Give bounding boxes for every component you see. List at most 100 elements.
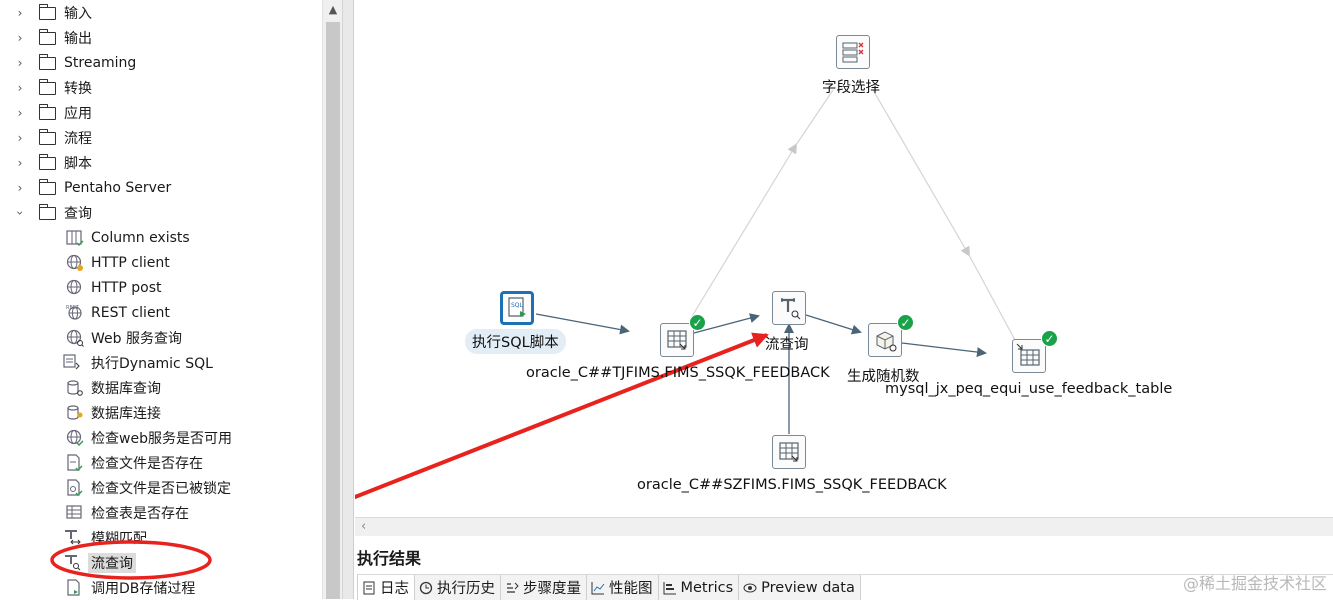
tree-folder-pentaho-server[interactable]: › Pentaho Server <box>0 175 322 200</box>
success-check-icon: ✓ <box>1041 330 1058 347</box>
tree-step-http-client[interactable]: HTTP client <box>0 250 322 275</box>
tree-step-label: 调用DB存储过程 <box>91 580 196 597</box>
watermark: @稀土掘金技术社区 <box>1182 574 1327 593</box>
hop-sql-to-oracle-tj[interactable] <box>535 313 630 335</box>
tree-step-db-lookup[interactable]: 数据库查询 <box>0 375 322 400</box>
step-sql-script[interactable]: SQL <box>500 291 534 325</box>
annotation-ellipse <box>50 540 212 580</box>
tree-step-label: 检查文件是否已被锁定 <box>91 480 231 497</box>
sql-script-icon: SQL <box>508 297 526 317</box>
hop-oracle-tj-to-lookup[interactable] <box>693 313 760 334</box>
step-oracle-sz[interactable] <box>772 435 806 469</box>
tree-step-table-exists[interactable]: 检查表是否存在 <box>0 500 322 525</box>
tree-step-web-check[interactable]: 检查web服务是否可用 <box>0 425 322 450</box>
folder-icon <box>38 79 56 95</box>
tab-metrics[interactable]: Metrics <box>658 575 740 600</box>
step-stream-lookup[interactable] <box>772 291 806 325</box>
panel-splitter[interactable] <box>342 0 354 599</box>
tree-folder-scripting[interactable]: › 脚本 <box>0 150 322 175</box>
step-label-oracle-tj: oracle_C##TJFIMS.FIMS_SSQK_FEEDBACK <box>526 365 830 381</box>
tab-log[interactable]: 日志 <box>357 575 415 600</box>
tab-history[interactable]: 执行历史 <box>415 575 501 600</box>
tab-preview-data[interactable]: Preview data <box>739 575 861 600</box>
step-label-mysql-output: mysql_jx_peq_equi_use_feedback_table <box>885 381 1173 397</box>
tree-step-label: 流查询 <box>88 552 136 573</box>
dynamic-sql-icon <box>63 354 80 370</box>
success-check-icon: ✓ <box>689 314 706 331</box>
chevron-right-icon[interactable]: › <box>17 105 23 120</box>
tree-folder-label: 应用 <box>64 105 92 122</box>
chevron-right-icon[interactable]: › <box>17 55 23 70</box>
tab-step-metrics[interactable]: 步骤度量 <box>501 575 587 600</box>
tree-step-dynamic-sql[interactable]: 执行Dynamic SQL <box>0 350 322 375</box>
stream-lookup-icon <box>781 298 801 320</box>
hop-to-field-select-tail <box>795 89 834 146</box>
tree-step-label: 检查表是否存在 <box>91 505 189 522</box>
results-tabs: 日志 执行历史 步骤度量 性能图 Metrics Preview data <box>357 574 1333 600</box>
scroll-up-icon[interactable]: ▲ <box>328 3 338 16</box>
tree-scrollbar[interactable]: ▲ <box>322 0 342 599</box>
canvas-horizontal-scrollbar[interactable]: ‹ <box>355 517 1333 536</box>
tree-step-http-post[interactable]: HTTP post <box>0 275 322 300</box>
step-random-value[interactable]: ✓ <box>868 314 914 357</box>
tab-label: Preview data <box>761 579 855 596</box>
hop-field-select-to-mysql[interactable] <box>872 89 971 257</box>
tree-step-file-exists[interactable]: 检查文件是否存在 <box>0 450 322 475</box>
tree-step-column-exists[interactable]: Column exists <box>0 225 322 250</box>
tab-label: 日志 <box>380 581 409 597</box>
web-check-icon <box>66 429 84 446</box>
db-lookup-icon <box>67 380 83 396</box>
history-icon <box>419 581 433 594</box>
tree-folder-streaming[interactable]: › Streaming <box>0 50 322 75</box>
step-oracle-tj[interactable]: ✓ <box>660 314 706 357</box>
tree-folder-input[interactable]: › 输入 <box>0 0 322 25</box>
tree-step-label: Column exists <box>91 229 190 246</box>
chevron-right-icon[interactable]: › <box>17 180 23 195</box>
tree-folder-label: Streaming <box>64 54 137 71</box>
chevron-right-icon[interactable]: › <box>17 5 23 20</box>
folder-icon <box>38 54 56 70</box>
preview-icon <box>743 583 757 592</box>
tree-step-label: 检查文件是否存在 <box>91 455 203 472</box>
tree-step-label: REST client <box>91 304 170 321</box>
step-field-select[interactable] <box>836 35 870 69</box>
chevron-right-icon[interactable]: › <box>17 130 23 145</box>
chevron-right-icon[interactable]: › <box>17 80 23 95</box>
table-exists-icon <box>66 505 82 519</box>
tree-folder-utility[interactable]: › 应用 <box>0 100 322 125</box>
tree-folder-transform[interactable]: › 转换 <box>0 75 322 100</box>
chevron-right-icon[interactable]: › <box>17 30 23 45</box>
tab-performance[interactable]: 性能图 <box>587 575 659 600</box>
hop-lookup-to-random[interactable] <box>805 314 862 335</box>
tree-step-label: 数据库连接 <box>91 405 161 422</box>
scroll-left-icon[interactable]: ‹ <box>361 519 367 534</box>
tree-step-label: 检查web服务是否可用 <box>91 430 232 447</box>
step-label-random-value: 生成随机数 <box>847 369 920 385</box>
success-check-icon: ✓ <box>897 314 914 331</box>
tree-step-stream-lookup[interactable]: 流查询 <box>0 550 322 575</box>
tree-step-web-service[interactable]: Web 服务查询 <box>0 325 322 350</box>
tree-folder-output[interactable]: › 输出 <box>0 25 322 50</box>
step-label-stream-lookup: 流查询 <box>765 337 809 353</box>
tree-folder-lookup[interactable]: › 查询 <box>0 200 322 225</box>
chevron-down-icon[interactable]: › <box>13 210 27 215</box>
tree-step-rest-client[interactable]: REST REST client <box>0 300 322 325</box>
tree-step-label: HTTP client <box>91 254 170 271</box>
step-mysql-output[interactable]: ✓ <box>1012 330 1058 373</box>
tree-folder-flow[interactable]: › 流程 <box>0 125 322 150</box>
folder-icon <box>38 129 56 145</box>
svg-text:SQL: SQL <box>511 302 524 309</box>
hop-oracle-tj-to-field-select[interactable] <box>690 143 798 319</box>
step-tree-panel: › 输入 › 输出 › Streaming › 转换 › 应用 › 流程 › 脚… <box>0 0 322 599</box>
hop-field-select-to-mysql-tail <box>968 254 1016 341</box>
folder-icon <box>38 154 56 170</box>
scrollbar-thumb[interactable] <box>326 22 340 599</box>
transformation-canvas[interactable]: SQL 执行SQL脚本 ✓ oracle_C##TJFIMS.FIMS_SSQK… <box>355 0 1333 517</box>
chevron-right-icon[interactable]: › <box>17 155 23 170</box>
tab-label: 步骤度量 <box>523 581 581 597</box>
field-select-icon <box>842 42 864 63</box>
tree-step-db-procedure[interactable]: 调用DB存储过程 <box>0 575 322 599</box>
tree-step-db-join[interactable]: 数据库连接 <box>0 400 322 425</box>
hop-random-to-mysql[interactable] <box>901 342 987 358</box>
tree-step-file-locked[interactable]: 检查文件是否已被锁定 <box>0 475 322 500</box>
